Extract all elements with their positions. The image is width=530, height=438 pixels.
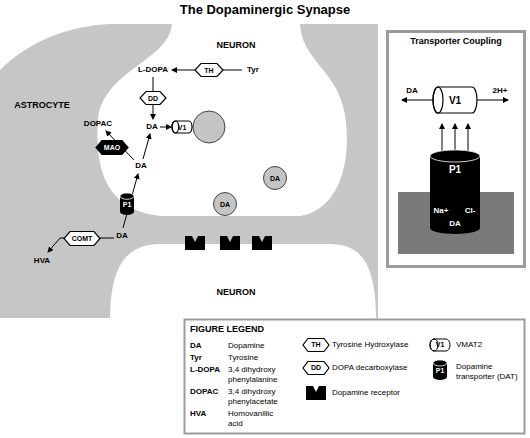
legend-receptor <box>306 386 326 400</box>
legend-hexagon <box>303 339 329 352</box>
cylinder-cap <box>120 193 134 199</box>
vmat-cylinder: V1 <box>172 121 192 133</box>
hexagon-shape <box>64 232 100 246</box>
node-label: P1 <box>120 193 134 215</box>
node-label: MAO <box>96 140 128 155</box>
node-label: Transporter Coupling <box>386 36 526 47</box>
box-outline <box>185 320 525 434</box>
node-label: TH <box>195 63 223 77</box>
cylinder-shape <box>433 87 477 113</box>
legend-symbol-text: DD <box>311 363 321 373</box>
molecule-name: DA <box>146 122 158 132</box>
vesicle-circle: DA <box>263 166 287 190</box>
node-label: V1 <box>433 87 477 113</box>
legend-symbol-text: P1 <box>436 366 445 376</box>
enzyme-hexagon: MAO <box>96 140 128 155</box>
legend-label: DOPA decarboxylase <box>332 363 407 373</box>
cell-name: NEURON <box>216 40 255 50</box>
definition-cell: Tyrosine <box>228 353 258 363</box>
cylinder-shape <box>120 193 134 215</box>
definition-cell: 3,4 dihydroxy phenylacetate <box>228 387 290 407</box>
receptor-symbol <box>220 236 240 250</box>
legend-transporter <box>433 360 447 380</box>
cell-name: NEURON <box>216 287 255 297</box>
legend-hexagon <box>303 362 329 375</box>
cell-name: ASTROCYTE <box>14 100 70 110</box>
node-label: DD <box>140 91 166 105</box>
node-label: DA <box>213 192 237 216</box>
legend-symbol-text: TH <box>311 340 320 350</box>
hexagon-shape <box>96 141 128 155</box>
ion-name: Cl- <box>465 206 476 216</box>
circle-shape <box>264 167 287 190</box>
molecule-name: HVA <box>34 256 50 266</box>
cylinder-shape <box>430 150 480 234</box>
molecule-name: L-DOPA <box>138 65 168 75</box>
abbreviation-cell: Tyr <box>190 353 202 363</box>
hexagon-shape <box>140 92 166 105</box>
abbreviation-cell: DOPAC <box>190 387 218 397</box>
circle-shape <box>214 193 237 216</box>
molecule-name: DOPAC <box>84 119 112 129</box>
abbreviation-cell: DA <box>190 341 202 351</box>
hexagon-shape <box>195 64 223 77</box>
cylinder-cap <box>172 121 179 133</box>
synaptic-vesicle <box>193 111 225 143</box>
node-label: DA <box>263 166 287 190</box>
legend-label: Dopamine receptor <box>332 388 400 398</box>
ion-name: 2H+ <box>493 86 508 96</box>
enzyme-hexagon: DD <box>140 91 166 105</box>
definition-cell: Dopamine <box>228 341 264 351</box>
legend-label: VMAT2 <box>456 340 482 350</box>
ion-name: DA <box>406 86 418 96</box>
reaction-arrow <box>143 134 150 159</box>
legend-label: Dopamine transporter (DAT) <box>456 362 522 382</box>
receptor-symbol <box>185 236 205 250</box>
inset-box: Transporter CouplingV1P1 <box>386 30 526 268</box>
abbreviation-cell: HVA <box>190 409 206 419</box>
legend-symbol-text: V1 <box>436 340 445 350</box>
cylinder-cap <box>433 87 443 113</box>
cylinder-shape <box>172 121 192 133</box>
legend-cylinder <box>430 339 450 351</box>
ion-name: Na+ <box>434 206 449 216</box>
node-label: COMT <box>64 231 100 246</box>
legend-transporter-cap <box>433 360 447 366</box>
vesicle-circle: DA <box>213 192 237 216</box>
enzyme-hexagon: COMT <box>64 231 100 246</box>
vmat-cylinder: V1 <box>433 87 477 113</box>
node-label: V1 <box>172 121 192 133</box>
definition-cell: 3,4 dihydroxy phenylalanine <box>228 365 290 385</box>
diagram-title: The Dopaminergic Synapse <box>0 2 530 18</box>
definition-cell: Homovanillic acid <box>228 409 290 429</box>
abbreviation-cell: L-DOPA <box>190 365 220 375</box>
ion-name: DA <box>449 219 461 229</box>
enzyme-hexagon: TH <box>195 63 223 77</box>
node-label: P1 <box>430 164 480 176</box>
box-outline <box>388 32 525 267</box>
molecule-name: DA <box>116 231 128 241</box>
postsynaptic-neuron <box>110 244 376 320</box>
legend-label: Tyrosine Hydroxylase <box>332 340 408 350</box>
node-label: FIGURE LEGEND <box>190 324 264 335</box>
transporter-cylinder: P1 <box>120 193 134 215</box>
receptor-symbol <box>252 236 272 250</box>
molecule-name: DA <box>135 161 147 171</box>
reaction-arrow <box>160 127 171 128</box>
molecule-name: Tyr <box>247 65 259 75</box>
cylinder-cap <box>430 150 480 162</box>
